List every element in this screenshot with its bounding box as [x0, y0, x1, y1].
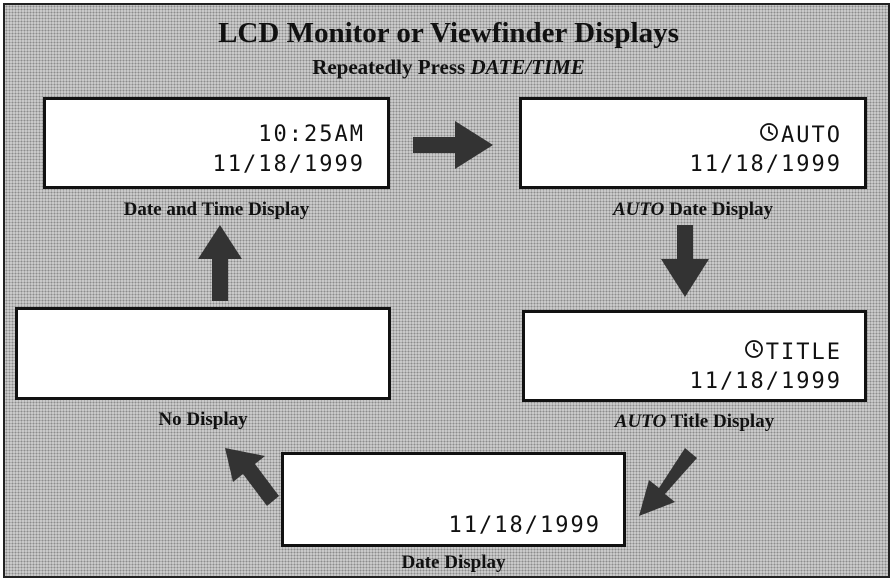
auto-title-display-caption: AUTO Title Display — [522, 411, 867, 433]
subtitle-text: Repeatedly Press — [312, 55, 471, 79]
page-title: LCD Monitor or Viewfinder Displays — [218, 17, 679, 49]
lcd-date: 11/18/1999 — [689, 369, 842, 394]
arrow-up-icon — [198, 225, 242, 301]
auto-title-display-panel: TITLE 11/18/1999 — [522, 310, 867, 402]
diagram-frame: LCD Monitor or Viewfinder Displays Repea… — [3, 3, 890, 578]
arrow-down-icon — [661, 225, 709, 297]
caption-italic: AUTO — [614, 411, 667, 432]
clock-icon — [759, 122, 779, 148]
lcd-date: 11/18/1999 — [448, 513, 601, 538]
lcd-time: 10:25AM — [258, 122, 365, 147]
arrow-right-icon — [413, 121, 493, 169]
arrow-down-left-icon — [639, 448, 697, 516]
arrow-up-left-icon — [225, 448, 279, 506]
caption-text: Date Display — [664, 199, 774, 220]
auto-indicator-text: AUTO — [781, 122, 842, 148]
lcd-date: 11/18/1999 — [212, 152, 365, 177]
lcd-title-indicator: TITLE — [744, 339, 842, 365]
auto-date-display-panel: AUTO 11/18/1999 — [519, 97, 867, 189]
caption-text: Title Display — [666, 411, 775, 432]
page-subtitle: Repeatedly Press DATE/TIME — [5, 55, 892, 80]
lcd-date: 11/18/1999 — [689, 152, 842, 177]
no-display-caption: No Display — [158, 409, 248, 430]
date-time-display-caption: Date and Time Display — [123, 199, 310, 220]
auto-date-display-caption: AUTO Date Display — [519, 199, 867, 221]
date-time-display-panel: 10:25AM 11/18/1999 — [43, 97, 390, 189]
no-display-panel — [15, 307, 391, 400]
clock-icon — [744, 339, 764, 365]
date-time-button-label: DATE/TIME — [470, 55, 585, 79]
caption-italic: AUTO — [612, 199, 665, 220]
lcd-auto-indicator: AUTO — [759, 122, 842, 148]
date-display-panel: 11/18/1999 — [281, 452, 626, 547]
date-display-caption: Date Display — [401, 552, 506, 573]
title-indicator-text: TITLE — [765, 339, 842, 365]
